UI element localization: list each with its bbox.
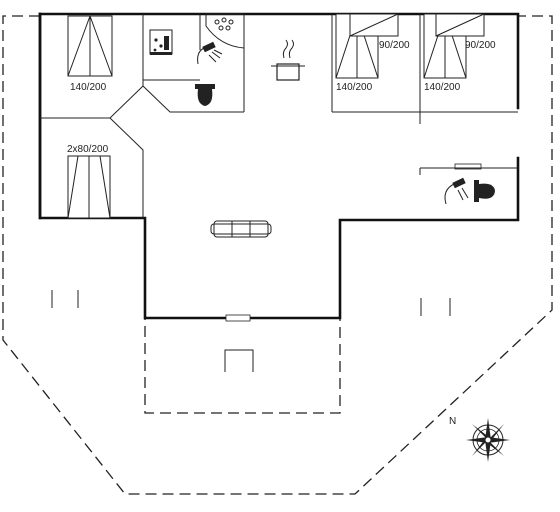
stove-pot-icon <box>271 39 305 81</box>
exterior-wall <box>38 12 520 110</box>
bed-double-right-label: 140/200 <box>424 82 461 93</box>
outdoor-table <box>224 349 254 372</box>
outdoor-bench-left <box>51 290 79 308</box>
toilet-icon <box>474 180 495 202</box>
outdoor-bench-right <box>420 298 451 316</box>
wall-bath-south <box>142 85 200 113</box>
bed-bunk-left-label: 90/200 <box>379 40 410 51</box>
bed-twin-label: 2x80/200 <box>67 144 109 155</box>
bed-twin: 2x80/200 <box>67 144 111 219</box>
door-front <box>225 314 251 322</box>
front-terrace <box>144 317 341 414</box>
wall-corridor-sw <box>109 117 144 218</box>
bedroom-3-beds: 90/200 140/200 <box>423 13 496 93</box>
bathroom-right <box>444 177 495 205</box>
bed-master-label: 140/200 <box>70 82 107 93</box>
bed-master: 140/200 <box>67 15 113 93</box>
bed-bunk-right-label: 90/200 <box>465 40 496 51</box>
bedroom-2-beds: 90/200 140/200 <box>335 13 410 93</box>
bed-double-left-label: 140/200 <box>336 82 373 93</box>
utility-room <box>149 29 173 55</box>
compass-icon <box>466 418 510 462</box>
toilet-icon <box>195 84 215 106</box>
spa-bath-icon <box>205 13 245 49</box>
compass-north-label: N <box>449 416 456 427</box>
window-bath-right <box>454 163 482 170</box>
bathroom-left <box>195 13 245 106</box>
sofa-icon <box>210 220 272 238</box>
shower-icon <box>444 177 469 205</box>
shower-icon <box>197 41 223 65</box>
terrace-outline <box>2 15 553 495</box>
